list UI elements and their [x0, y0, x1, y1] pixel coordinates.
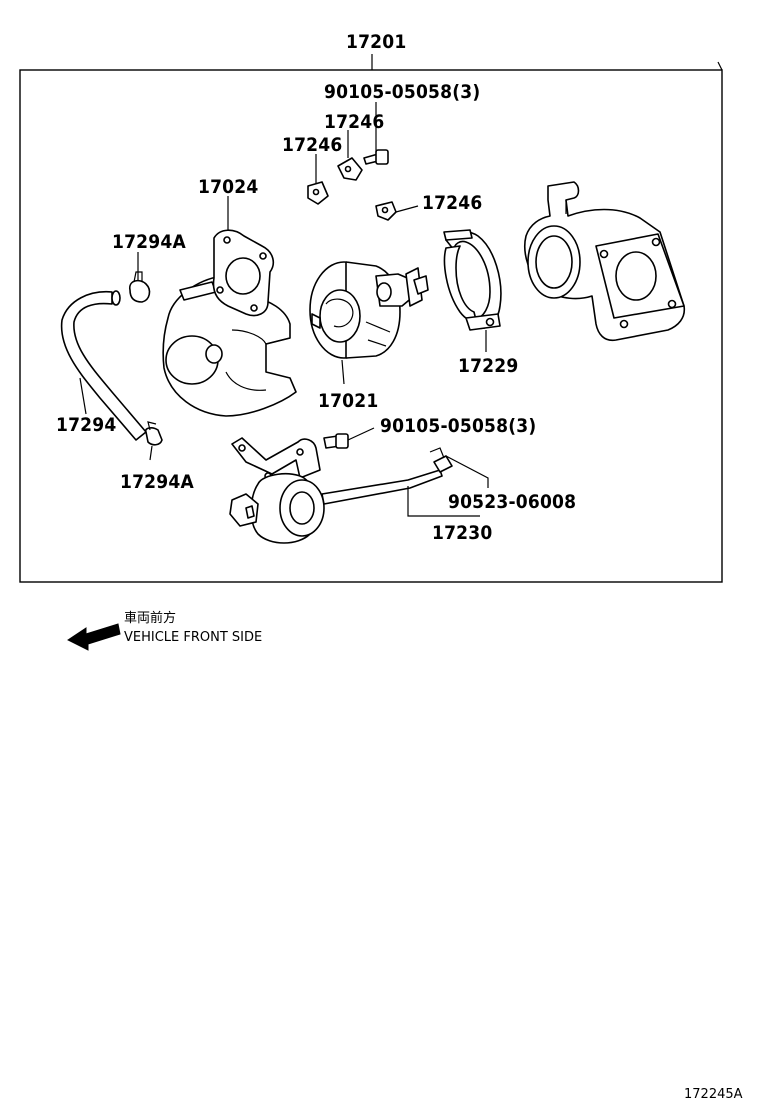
label-gasket-c[interactable]: 17246: [422, 192, 482, 214]
direction-note-english: VEHICLE FRONT SIDE: [124, 630, 262, 645]
label-turbine-housing-gasket[interactable]: 17024: [198, 176, 258, 198]
center-housing[interactable]: [309, 261, 429, 359]
label-oil-hose[interactable]: 17294: [56, 414, 116, 436]
turbine-housing-gasket[interactable]: [212, 229, 275, 317]
gasket-a[interactable]: [337, 157, 363, 181]
label-gasket-b[interactable]: 17246: [282, 134, 342, 156]
gasket-c[interactable]: [375, 201, 397, 221]
assembly-frame: [19, 69, 723, 583]
turbine-outlet-elbow[interactable]: [524, 181, 686, 342]
vehicle-front-arrow-icon: [67, 623, 121, 651]
label-center-housing[interactable]: 17021: [318, 390, 378, 412]
label-hose-clamp-bottom[interactable]: 17294A: [120, 471, 194, 493]
label-bolt-top[interactable]: 90105-05058(3): [324, 81, 480, 103]
direction-note-japanese: 車両前方: [124, 610, 176, 626]
assembly-label[interactable]: 17201: [346, 31, 406, 53]
label-actuator[interactable]: 17230: [432, 522, 492, 544]
v-band-clamp[interactable]: [443, 229, 502, 331]
figure-reference: 172245A: [684, 1087, 743, 1102]
gasket-b[interactable]: [307, 181, 329, 205]
hose-clamp-top[interactable]: [129, 271, 151, 303]
bolt-top[interactable]: [363, 149, 389, 165]
label-bolt-mid[interactable]: 90105-05058(3): [380, 415, 536, 437]
hose-clamp-bottom[interactable]: [144, 421, 163, 446]
oil-hose[interactable]: [60, 290, 147, 441]
bolt-mid[interactable]: [323, 433, 349, 449]
label-hose-clamp-top[interactable]: 17294A: [112, 231, 186, 253]
label-gasket-a[interactable]: 17246: [324, 111, 384, 133]
label-clip[interactable]: 90523-06008: [448, 491, 576, 513]
actuator[interactable]: [229, 437, 453, 544]
label-v-band-clamp[interactable]: 17229: [458, 355, 518, 377]
